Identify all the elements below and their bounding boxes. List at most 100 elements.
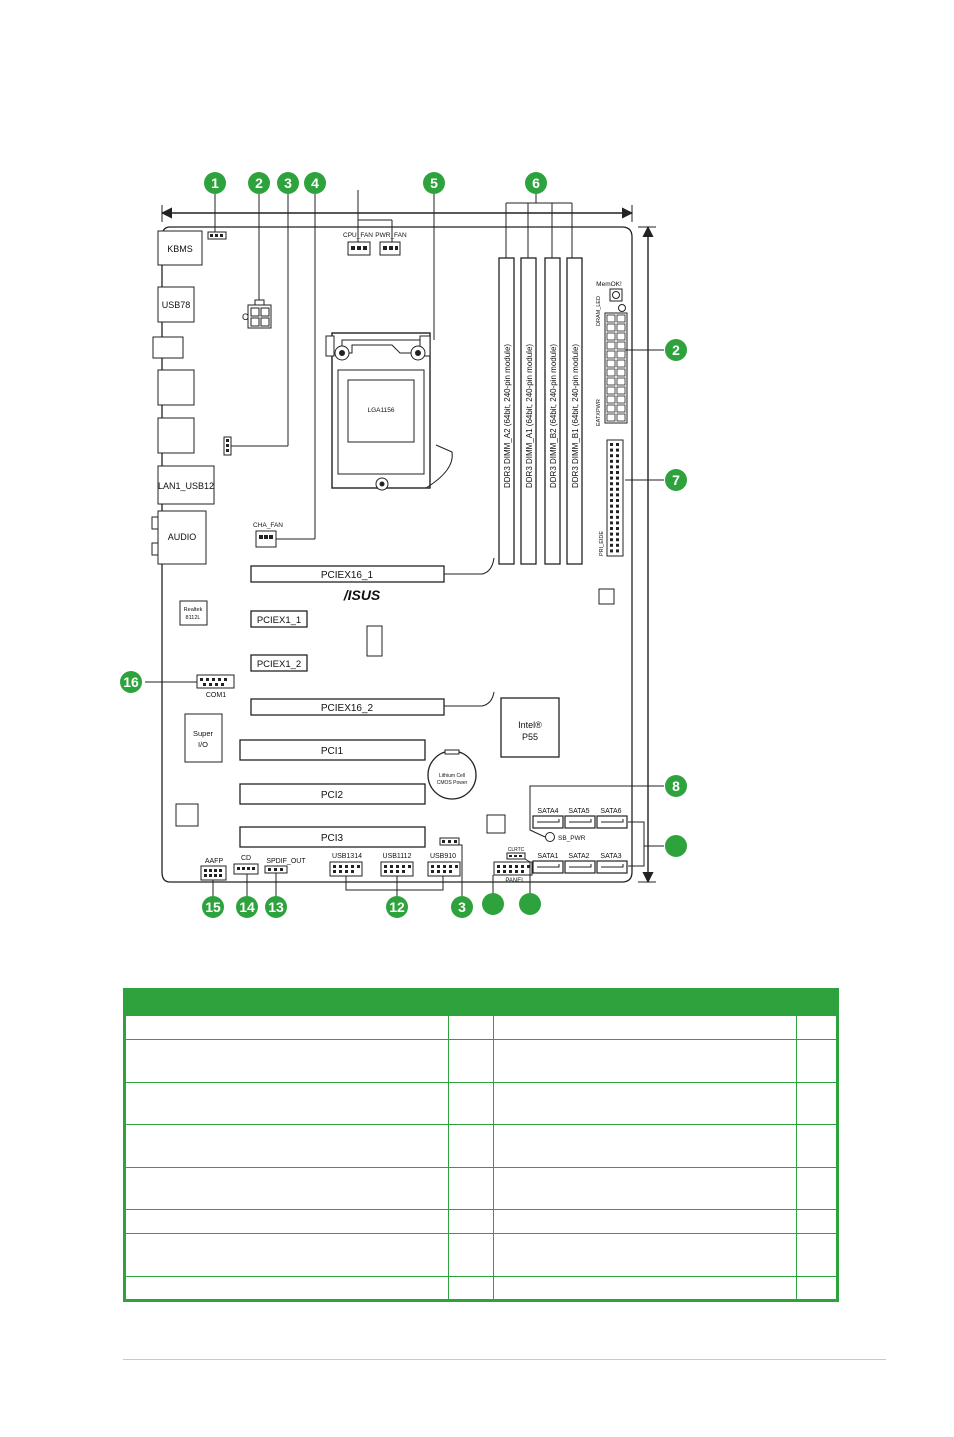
dimm-slot-b2: DDR3 DIMM_B2 (64bit, 240-pin module) xyxy=(544,257,561,565)
lan-usb-label: LAN1_USB12 xyxy=(158,481,214,491)
eatxpwr-label: EATXPWR xyxy=(596,399,602,426)
callout-number: 3 xyxy=(458,899,466,915)
pci1-slot: PCI1 xyxy=(239,739,426,761)
clrtc-jumper: CLRTC xyxy=(506,847,526,860)
realtek-label-1: Realtek xyxy=(184,607,203,613)
callout-number: 2 xyxy=(255,175,263,191)
brand-logo: /ISUS xyxy=(343,587,381,603)
usb78-port: USB78 xyxy=(157,286,195,323)
aafp-label: AAFP xyxy=(205,858,224,865)
panel-header: PANEL xyxy=(493,861,533,884)
sata-port xyxy=(532,860,564,874)
leader-lines xyxy=(145,190,664,898)
sata5-label: SATA5 xyxy=(568,808,589,815)
usb910-label: USB910 xyxy=(430,853,456,860)
callout-number: 2 xyxy=(672,342,680,358)
header-1 xyxy=(207,231,227,240)
callout-number: 5 xyxy=(430,175,438,191)
com1-label: COM1 xyxy=(206,692,226,699)
callout-c1-top: 1 xyxy=(204,172,226,194)
memok-button xyxy=(609,288,623,302)
callout-c10-bottom xyxy=(482,893,504,915)
pciex16-1-slot: PCIEX16_1 xyxy=(250,557,495,583)
callout-number: 1 xyxy=(211,175,219,191)
table-row xyxy=(124,1039,838,1083)
callout-c6-top: 6 xyxy=(525,172,547,194)
dram-led-label: DRAM_LED xyxy=(596,296,602,326)
sata3-label: SATA3 xyxy=(600,853,621,860)
dimm-b1-label: DDR3 DIMM_B1 (64bit, 240-pin module) xyxy=(571,344,580,488)
pciex1-1-slot: PCIEX1_1 xyxy=(250,610,308,628)
chip-square-right xyxy=(598,588,615,605)
usb78-label: USB78 xyxy=(162,300,191,310)
audio-label: AUDIO xyxy=(168,532,197,542)
dram-led xyxy=(618,304,626,312)
intel-label-1: Intel® xyxy=(518,720,542,730)
header-3-bottom xyxy=(439,837,460,846)
callout-c16-left: 16 xyxy=(120,671,142,693)
callout-c5-top: 5 xyxy=(423,172,445,194)
dimm-a1-label: DDR3 DIMM_A1 (64bit, 240-pin module) xyxy=(525,344,534,488)
motherboard-layout-diagram: KBMS USB78 LAN1_USB12 AUDIO C CPU_FAN xyxy=(120,172,687,918)
super-io-label-1: Super xyxy=(193,729,214,738)
audio-port: AUDIO xyxy=(151,510,207,565)
table-row xyxy=(124,1233,838,1277)
callout-number: 4 xyxy=(311,175,319,191)
sata4-label: SATA4 xyxy=(537,808,558,815)
sata-port xyxy=(596,860,628,874)
realtek-chip: Realtek 8112L xyxy=(179,600,208,626)
callout-number: 16 xyxy=(123,674,139,690)
sata2-label: SATA2 xyxy=(568,853,589,860)
callout-c14-bottom: 14 xyxy=(236,896,258,918)
chip-square-left xyxy=(175,803,199,827)
pciex16-1-label: PCIEX16_1 xyxy=(321,570,374,581)
cha-fan-connector: CHA_FAN xyxy=(253,522,283,548)
pri-eide-label: PRI_EIDE xyxy=(599,531,605,556)
spdif-out-label: SPDIF_OUT xyxy=(266,858,306,865)
usb1314-label: USB1314 xyxy=(332,853,362,860)
dimm-slot-a2: DDR3 DIMM_A2 (64bit, 240-pin module) xyxy=(498,257,515,565)
usb1314-header: USB1314 xyxy=(329,853,363,877)
usb1112-label: USB1112 xyxy=(383,853,412,860)
pci2-label: PCI2 xyxy=(321,790,344,801)
callout-c3-bottom: 3 xyxy=(451,896,473,918)
pwr-fan-connector: PWR_FAN xyxy=(375,232,407,256)
atx12v-connector: C xyxy=(242,299,272,329)
sata-port xyxy=(532,815,564,829)
table-header-cell xyxy=(796,989,838,1016)
memok-label: MemOK! xyxy=(596,281,622,288)
callout-number: 7 xyxy=(672,472,680,488)
callout-c15-bottom: 15 xyxy=(202,896,224,918)
sb-pwr-label: SB_PWR xyxy=(558,835,586,842)
aafp-header: AAFP xyxy=(200,858,227,881)
callout-number: 14 xyxy=(239,899,255,915)
kbms-port: KBMS xyxy=(157,230,203,266)
sata-port xyxy=(596,815,628,829)
callout-c7-right: 7 xyxy=(665,469,687,491)
intel-p55-chipset: Intel® P55 xyxy=(500,697,560,758)
sata6-label: SATA6 xyxy=(600,808,621,815)
super-io-label-2: I/O xyxy=(198,740,208,749)
lan-usb-port: LAN1_USB12 xyxy=(157,465,215,505)
callout-number: 12 xyxy=(389,899,405,915)
table-header-cell xyxy=(124,989,449,1016)
callout-c4-top: 4 xyxy=(304,172,326,194)
rear-port-block-1 xyxy=(157,369,195,406)
battery-label-1: Lithium Cell xyxy=(439,773,465,779)
pci2-slot: PCI2 xyxy=(239,783,426,805)
pciex1-2-slot: PCIEX1_2 xyxy=(250,654,308,672)
connector-table xyxy=(123,988,839,1302)
super-io-chip: Super I/O xyxy=(184,713,223,763)
panel-label: PANEL xyxy=(505,878,525,884)
usb910-header: USB910 xyxy=(427,853,461,877)
pci3-slot: PCI3 xyxy=(239,826,426,848)
callout-number: 13 xyxy=(268,899,284,915)
realtek-label-2: 8112L xyxy=(186,615,201,621)
callout-number: 15 xyxy=(205,899,221,915)
pciex1-2-label: PCIEX1_2 xyxy=(257,659,301,670)
callout-c9-right xyxy=(665,835,687,857)
chip-square-bottom xyxy=(486,814,506,834)
pci3-label: PCI3 xyxy=(321,833,344,844)
cd-label: CD xyxy=(241,855,251,862)
